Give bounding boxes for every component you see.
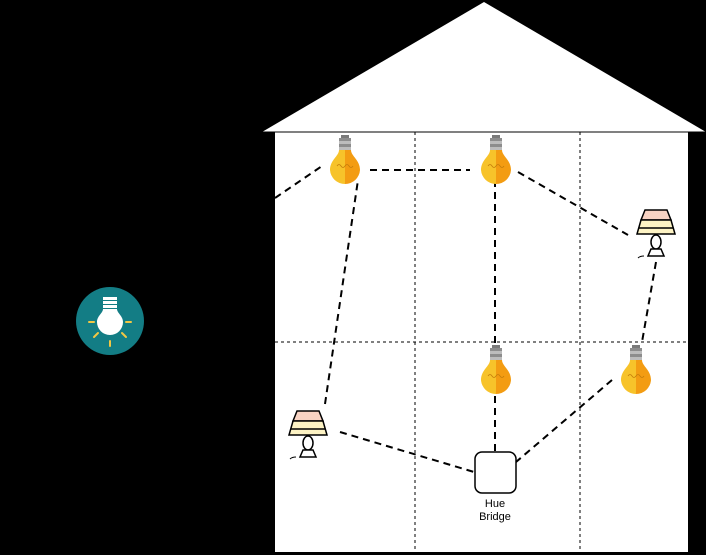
house-roof <box>262 2 706 132</box>
hue-bridge-label: Hue Bridge <box>455 498 535 524</box>
link-bulb-right-to-hue-bridge <box>515 379 613 463</box>
room-dividers <box>275 132 688 552</box>
link-lamp-right-to-bulb-right <box>641 261 657 343</box>
link-bulb-top-middle-to-lamp-right <box>517 171 629 236</box>
lightbulb-badge-icon <box>76 287 144 355</box>
hue-bridge-label-line2: Bridge <box>479 511 511 523</box>
link-lamp-left-to-bulb-top-left <box>324 179 359 405</box>
hue-bridge-icon[interactable] <box>474 451 517 494</box>
network-links <box>274 165 657 473</box>
link-offscreen-to-bulb-top-left <box>274 165 323 199</box>
hue-bridge-label-line1: Hue <box>484 498 506 510</box>
